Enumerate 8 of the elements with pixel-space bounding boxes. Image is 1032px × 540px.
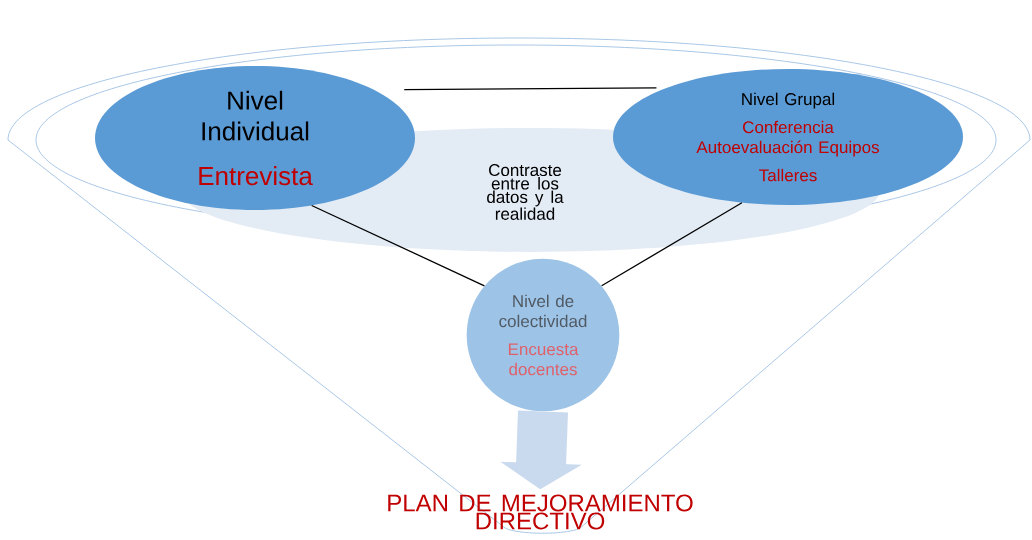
circle-node: Nivel de colectividad Encuesta docentes bbox=[466, 258, 620, 412]
band-text: Contraste entre los datos y la realidad bbox=[487, 164, 564, 220]
connector-line bbox=[403, 87, 658, 91]
connector-line bbox=[601, 202, 743, 287]
ellipse-node: Nivel Individual Entrevista bbox=[95, 66, 415, 210]
connector-line bbox=[311, 204, 486, 287]
ellipse-node: Nivel Grupal Conferencia Autoevaluación Equipos Talleres bbox=[613, 69, 963, 205]
result-text: PLAN DE MEJORAMIENTO DIRECTIVO bbox=[388, 494, 693, 530]
